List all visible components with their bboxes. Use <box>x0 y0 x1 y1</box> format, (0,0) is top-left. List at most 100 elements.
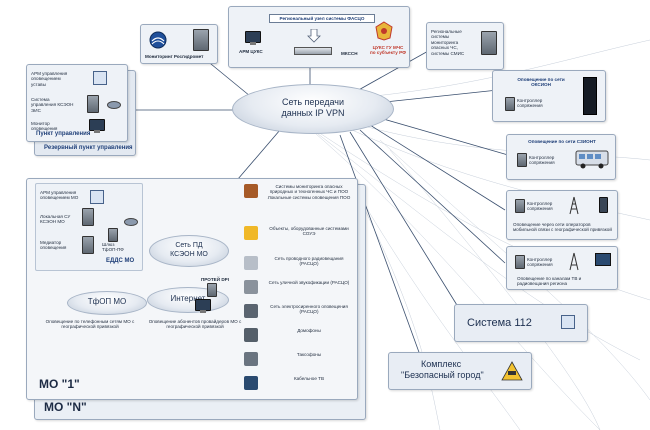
edds-mediator-label: Медиатор оповещения <box>40 240 67 251</box>
oksion-title: Оповещение по сети ОКСИОН <box>517 77 565 88</box>
system112-title: Система 112 <box>467 317 532 329</box>
edds-operator-icon <box>90 190 104 204</box>
mobile-controller-icon <box>515 199 525 213</box>
tv-controller-icon <box>515 255 525 269</box>
rosgidromet-server-icon <box>193 29 209 51</box>
monitor-computer-icon <box>89 119 105 133</box>
mo-1-panel: АРМ управления оповещением МО Локальная … <box>26 178 358 400</box>
end-systems-list: Системы мониторинга опасных природных и … <box>244 180 356 390</box>
end-system-label: Объекты, оборудованные системами СОУЭ <box>269 226 349 237</box>
internet-note: Оповещение абонентов провайдеров МО с ге… <box>148 319 242 330</box>
factory-icon <box>244 184 258 198</box>
end-system-label: Домофоны <box>297 328 321 333</box>
safe-city-panel: Комплекс "Безопасный город" <box>388 352 532 390</box>
fire-icon <box>244 226 258 240</box>
edds-name: ЕДДС МО <box>106 258 135 264</box>
tfop-cloud: ТфОП МО <box>67 291 147 315</box>
tv-note: Оповещение по каналам ТВ и радиовещания … <box>517 276 582 287</box>
mkssn-device <box>294 47 332 55</box>
cuks-line-2: по субъекту РФ <box>369 50 407 56</box>
arm-duty-label: АРМ управления оповещением уставы <box>31 71 68 87</box>
loudspeaker-icon <box>244 280 258 294</box>
operator-avatar-icon <box>93 71 107 85</box>
oksion-controller-label: Контроллер сопряжения <box>517 98 543 109</box>
internet-label: Интернет <box>170 294 206 303</box>
ip-vpn-network-cloud: Сеть передачи данных IP VPN <box>232 84 394 134</box>
szion-panel: Оповещение по сети СЗИОНТ Контроллер соп… <box>506 134 616 180</box>
rosgidromet-label: Мониторинг Росгидромет <box>145 54 204 59</box>
oksion-controller-icon <box>505 97 515 111</box>
broadcast-tower-icon <box>569 252 579 271</box>
edds-router-icon <box>124 218 138 226</box>
edds-mediator-icon <box>82 236 94 254</box>
tfop-label: ТфОП МО <box>87 297 127 306</box>
rosgidromet-logo-icon <box>149 31 167 49</box>
router-icon <box>107 101 121 109</box>
control-point-panel: АРМ управления оповещением уставы Систем… <box>26 64 128 142</box>
end-system-label: Сеть электросиренного оповещения (РАСЦО) <box>270 304 348 315</box>
szion-title: Оповещение по сети СЗИОНТ <box>528 139 596 144</box>
reserve-point-label: Резервный пункт управления <box>44 145 133 151</box>
arm-cuks-computer-icon <box>245 31 261 45</box>
oksion-panel: Оповещение по сети ОКСИОН Контроллер соп… <box>492 70 606 122</box>
protei-server-icon <box>207 283 217 297</box>
mkssn-label: МКССН <box>341 51 358 56</box>
system112-panel: Система 112 <box>454 304 588 342</box>
end-system-label: Системы мониторинга опасных природных и … <box>267 184 351 200</box>
safe-city-title: Комплекс "Безопасный город" <box>401 359 484 381</box>
edds-arm-label: АРМ управления оповещением МО <box>40 190 79 201</box>
oksion-screen-icon <box>583 77 597 115</box>
edds-gateway-label: Шлюз ТфОП-ПФ <box>102 242 124 253</box>
protei-label: ПРОТЕЙ DPI <box>201 277 229 282</box>
network-line-1: Сеть передачи <box>282 97 344 107</box>
tv-set-icon <box>595 253 611 266</box>
tv-icon <box>244 376 258 390</box>
radio-icon <box>244 256 258 270</box>
bus-icon <box>575 150 609 169</box>
end-system-label: Сеть уличной звукофикации (РАСЦО) <box>268 280 350 285</box>
warning-camera-icon <box>501 361 523 381</box>
rosgidromet-panel: Мониторинг Росгидромет <box>140 24 218 64</box>
regional-server-icon <box>481 31 497 55</box>
network-label: Сеть передачи данных IP VPN <box>233 97 393 119</box>
tfop-note: Оповещение по телефонным сетям МО с геог… <box>45 319 135 330</box>
edds-gateway-icon <box>108 228 118 242</box>
payphone-icon <box>244 352 258 366</box>
kseon-cloud: Сеть ПД КСЭОН МО <box>149 235 229 267</box>
system112-operator-icon <box>561 315 575 329</box>
szion-controller-label: Контроллер сопряжения <box>529 155 555 166</box>
monitor-sign-label: Монитор оповещения <box>31 121 58 132</box>
cuks-title: ЦУКС ГУ МЧС по субъекту РФ <box>366 45 410 56</box>
cuks-line-1: ЦУКС ГУ МЧС <box>372 45 404 50</box>
ctrl-server-label: Система управления КСЭОН ЭИС <box>31 97 74 113</box>
regional-systems-label: Региональные системы мониторинга опасных… <box>431 29 465 56</box>
ctrl-server-icon <box>87 95 99 113</box>
kseon-label: Сеть ПД КСЭОН МО <box>150 241 228 259</box>
tv-controller-label: Контроллер сопряжения <box>527 257 553 268</box>
kseon-line-2: КСЭОН МО <box>170 251 208 258</box>
edds-server-icon <box>82 208 94 226</box>
safe-city-line-2: "Безопасный город" <box>401 370 484 380</box>
intercom-icon <box>244 328 258 342</box>
regional-node-title: Региональный узел системы ФАСЦО <box>269 14 375 24</box>
mobile-panel: Контроллер сопряжения Оповещение через с… <box>506 190 618 240</box>
safe-city-line-1: Комплекс <box>421 359 462 369</box>
arm-cuks-label: АРМ ЦУКС <box>239 49 263 54</box>
tv-panel: Контроллер сопряжения Оповещение по кана… <box>506 246 618 290</box>
mobile-note: Оповещение через сети операторов мобильн… <box>513 222 612 233</box>
end-system-label: Таксофоны <box>296 352 322 357</box>
siren-icon <box>244 304 258 318</box>
mo-1-label: МО "1" <box>39 377 80 391</box>
edds-block: АРМ управления оповещением МО Локальная … <box>35 183 143 271</box>
kseon-line-1: Сеть ПД <box>175 242 203 249</box>
edds-local-su-label: Локальная СУ КСЭОН МО <box>40 214 71 225</box>
down-arrow-icon <box>307 29 321 43</box>
regional-systems-panel: Региональные системы мониторинга опасных… <box>426 22 504 70</box>
internet-computer-icon <box>195 299 211 313</box>
mo-n-label: МО "N" <box>44 400 87 414</box>
szion-controller-icon <box>517 153 527 167</box>
control-point-label: Пункт управления <box>36 131 91 137</box>
network-line-2: данных IP VPN <box>281 108 345 118</box>
cell-tower-icon <box>569 196 579 215</box>
end-system-label: Кабельное ТВ <box>293 376 325 381</box>
